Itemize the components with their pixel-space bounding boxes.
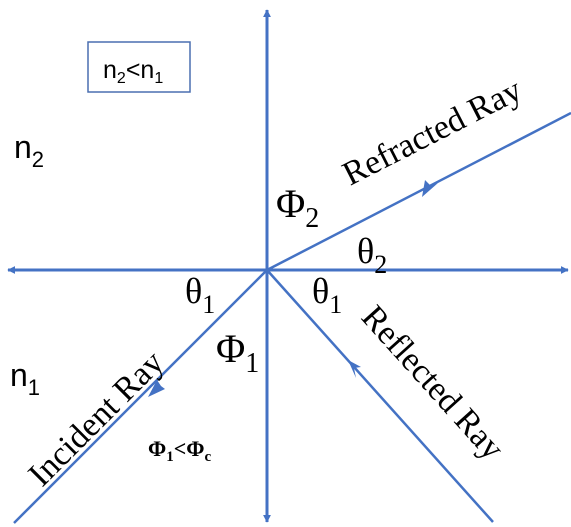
angle-theta2: θ2 xyxy=(357,231,387,279)
condition-box-frame xyxy=(87,41,191,93)
angle-theta1-right: θ1 xyxy=(312,271,342,319)
reflected-ray-label: Reflected Ray xyxy=(354,299,511,468)
medium-label-bottom: n1 xyxy=(10,357,40,400)
refracted-ray-label: Refracted Ray xyxy=(337,71,528,193)
angle-phi1: Φ1 xyxy=(216,326,259,379)
refracted-ray-line xyxy=(266,111,571,272)
incident-ray-arrowhead xyxy=(148,380,165,397)
incident-ray-line xyxy=(13,269,268,524)
angle-phi2: Φ2 xyxy=(276,181,319,234)
medium-label-top: n2 xyxy=(14,129,44,172)
condition-sub-b: 1 xyxy=(154,70,163,87)
reflected-ray-line xyxy=(266,269,494,523)
condition-box-text: n2<n1 xyxy=(103,56,163,87)
condition-lt: < xyxy=(126,56,141,84)
incident-ray-label: Incident Ray xyxy=(21,344,171,494)
condition-n-b: n xyxy=(140,56,154,84)
condition-n-a: n xyxy=(103,56,117,84)
angle-theta1-left: θ1 xyxy=(185,271,215,319)
reflected-ray-arrowhead xyxy=(348,360,361,378)
refracted-ray-arrowhead xyxy=(422,180,438,197)
critical-angle-condition: Φ1<Φc xyxy=(148,436,212,465)
condition-sub-a: 2 xyxy=(117,70,126,87)
